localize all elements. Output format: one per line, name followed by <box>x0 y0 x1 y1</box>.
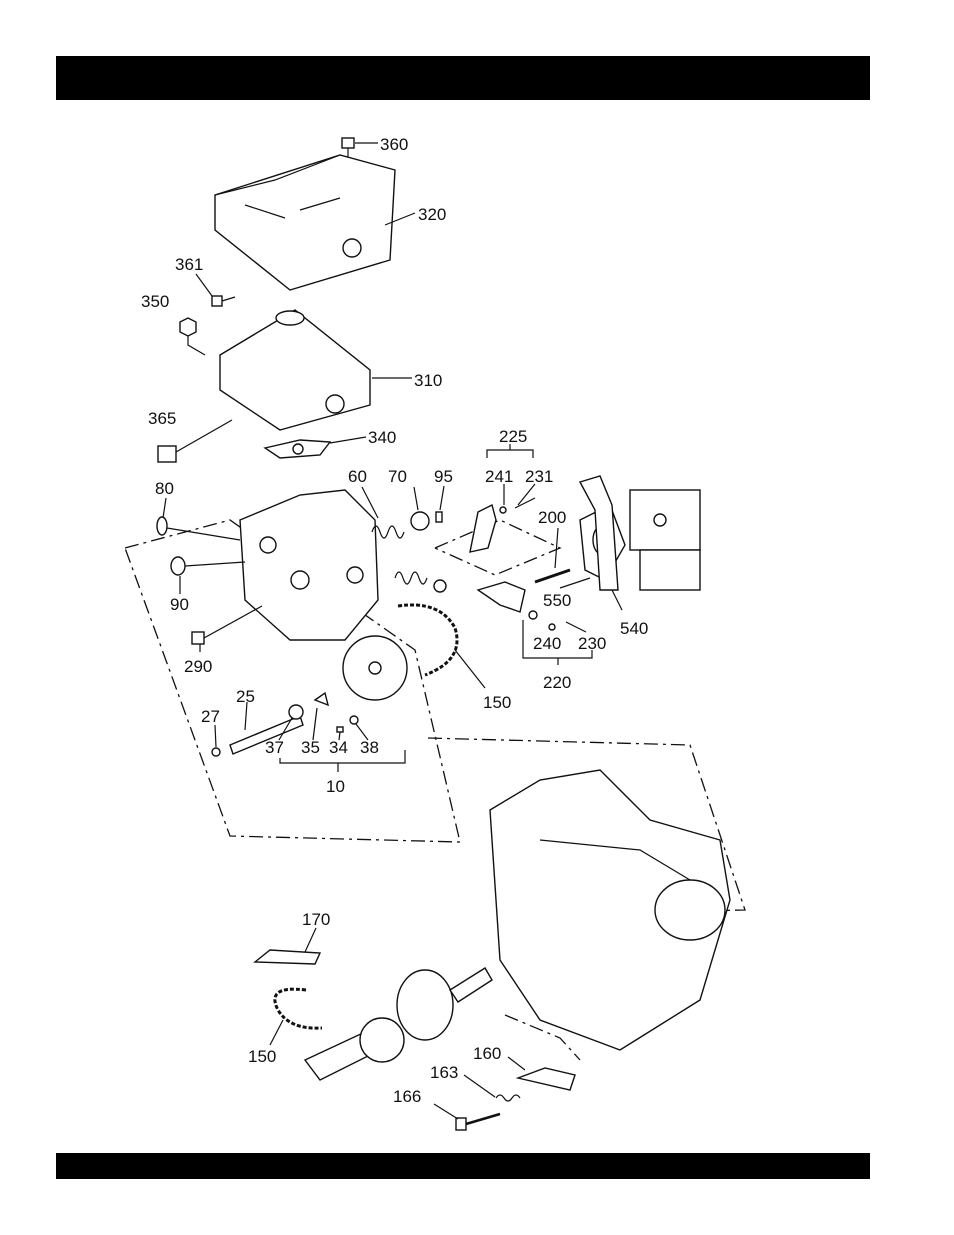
callout-200: 200 <box>538 508 566 527</box>
muffler-cover-320 <box>215 155 395 290</box>
callout-220: 220 <box>543 673 571 692</box>
callout-80: 80 <box>155 479 174 498</box>
callout-160: 160 <box>473 1044 501 1063</box>
nut-241 <box>500 507 506 513</box>
callout-150-upper: 150 <box>483 693 511 712</box>
callout-350: 350 <box>141 292 169 311</box>
callout-90: 90 <box>170 595 189 614</box>
callout-70: 70 <box>388 467 407 486</box>
bolt-166 <box>456 1114 500 1130</box>
crankshaft <box>305 968 492 1080</box>
callout-225: 225 <box>499 427 527 446</box>
weight-38 <box>350 716 358 724</box>
callout-365: 365 <box>148 409 176 428</box>
screw-231 <box>515 498 535 508</box>
callout-27: 27 <box>201 707 220 726</box>
screw-230 <box>566 622 586 632</box>
pin-200 <box>535 570 570 582</box>
clip-37 <box>289 705 303 719</box>
callout-34: 34 <box>329 738 348 757</box>
spring-35 <box>315 693 328 705</box>
spring-163 <box>496 1095 520 1101</box>
callout-550: 550 <box>543 591 571 610</box>
callout-95: 95 <box>434 467 453 486</box>
nut-350 <box>180 318 196 336</box>
valve-80 <box>157 517 240 540</box>
callout-170: 170 <box>302 910 330 929</box>
rocker-outline <box>435 520 560 575</box>
callout-230: 230 <box>578 634 606 653</box>
callout-241: 241 <box>485 467 513 486</box>
callout-340: 340 <box>368 428 396 447</box>
callout-38: 38 <box>360 738 379 757</box>
cam-sprocket <box>343 636 407 700</box>
callout-320: 320 <box>418 205 446 224</box>
retainer-70 <box>411 512 446 592</box>
nut-240 <box>549 624 555 630</box>
callout-540: 540 <box>620 619 648 638</box>
callout-150-lower: 150 <box>248 1047 276 1066</box>
crankcase <box>490 770 730 1050</box>
callout-360: 360 <box>380 135 408 154</box>
callout-163: 163 <box>430 1063 458 1082</box>
cotter-95 <box>436 512 442 522</box>
rocker-arm-lower <box>478 582 537 619</box>
valve-spring-60 <box>372 526 427 584</box>
muffler-310 <box>220 310 370 430</box>
bolt-290 <box>192 606 262 644</box>
callout-231: 231 <box>525 467 553 486</box>
pin-34 <box>337 727 343 732</box>
callout-166: 166 <box>393 1087 421 1106</box>
callout-25: 25 <box>236 687 255 706</box>
valve-90 <box>171 557 245 575</box>
carburetor <box>630 490 700 590</box>
callout-290: 290 <box>184 657 212 676</box>
chain-guide-170 <box>255 950 320 964</box>
rocker-arm-upper <box>470 505 496 552</box>
gasket-340 <box>265 440 330 458</box>
callout-240: 240 <box>533 634 561 653</box>
callout-60: 60 <box>348 467 367 486</box>
ring-27 <box>212 748 220 756</box>
cylinder-head <box>240 490 378 640</box>
callout-37: 37 <box>265 738 284 757</box>
callout-10: 10 <box>326 777 345 796</box>
callout-361: 361 <box>175 255 203 274</box>
callout-35: 35 <box>301 738 320 757</box>
tensioner-160 <box>518 1068 575 1090</box>
screw-361 <box>212 296 235 306</box>
callout-310: 310 <box>414 371 442 390</box>
